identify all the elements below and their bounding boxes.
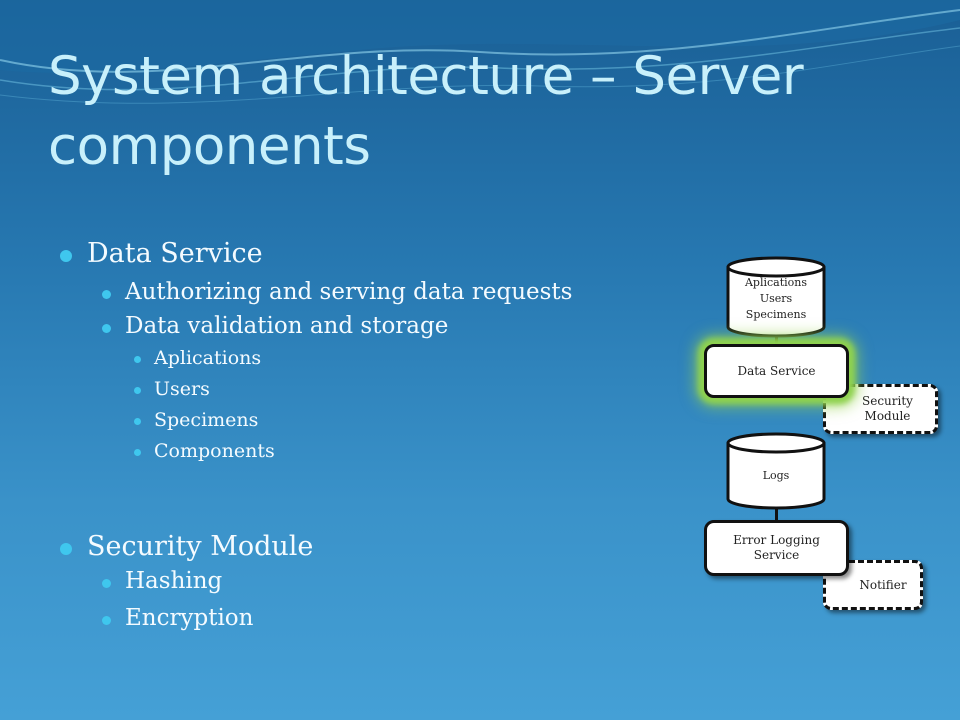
bullet-text: Components: [154, 440, 275, 462]
bullet-dot-icon: [102, 616, 111, 625]
bullet-encryption: Encryption: [102, 605, 254, 631]
security-module-line-1: Security: [862, 394, 913, 408]
architecture-diagram: Security Module Notifier Aplications Use…: [660, 240, 960, 640]
database-cylinder-icon: [726, 256, 826, 338]
database-label: Aplications Users Specimens: [726, 275, 826, 323]
bullet-hashing: Hashing: [102, 568, 223, 594]
error-logging-service-box: Error Logging Service: [704, 520, 849, 576]
notifier-label: Notifier: [859, 577, 907, 592]
bullet-users: Users: [134, 378, 210, 400]
bullet-text: Specimens: [154, 409, 259, 431]
logs-cylinder-icon: [726, 432, 826, 510]
bullet-dot-icon: [60, 543, 72, 555]
data-service-box: Data Service: [704, 344, 849, 398]
error-logging-line-2: Service: [753, 548, 800, 562]
bullet-aplications: Aplications: [134, 347, 262, 369]
bullet-security-module: Security Module: [60, 531, 314, 562]
database-line-2: Users: [759, 292, 793, 305]
bullet-dot-icon: [134, 449, 141, 456]
database-line-3: Specimens: [745, 308, 807, 321]
logs-label: Logs: [762, 469, 790, 482]
security-module-line-2: Module: [864, 409, 911, 423]
slide-title: System architecture – Server components: [48, 46, 804, 177]
bullet-text: Hashing: [125, 568, 223, 594]
data-service-label: Data Service: [737, 363, 816, 378]
security-module-box: Security Module: [823, 384, 938, 434]
bullet-validation: Data validation and storage: [102, 313, 449, 339]
bullet-text: Data Service: [87, 238, 263, 269]
bullet-data-service: Data Service: [60, 238, 263, 269]
bullet-dot-icon: [60, 250, 72, 262]
connector-logs-to-error-logging: [775, 504, 778, 522]
bullet-text: Encryption: [125, 605, 254, 631]
bullet-text: Aplications: [154, 347, 262, 369]
bullet-dot-icon: [102, 290, 111, 299]
bullet-text: Authorizing and serving data requests: [125, 279, 573, 305]
bullet-dot-icon: [134, 356, 141, 363]
bullet-specimens: Specimens: [134, 409, 259, 431]
bullet-dot-icon: [134, 418, 141, 425]
bullet-dot-icon: [134, 387, 141, 394]
database-line-1: Aplications: [744, 276, 808, 289]
bullet-dot-icon: [102, 579, 111, 588]
bullet-text: Data validation and storage: [125, 313, 449, 339]
bullet-authorizing: Authorizing and serving data requests: [102, 279, 573, 305]
bullet-text: Users: [154, 378, 210, 400]
bullet-dot-icon: [102, 324, 111, 333]
bullet-text: Security Module: [87, 531, 314, 562]
bullet-components: Components: [134, 440, 275, 462]
error-logging-line-1: Error Logging: [733, 533, 820, 547]
